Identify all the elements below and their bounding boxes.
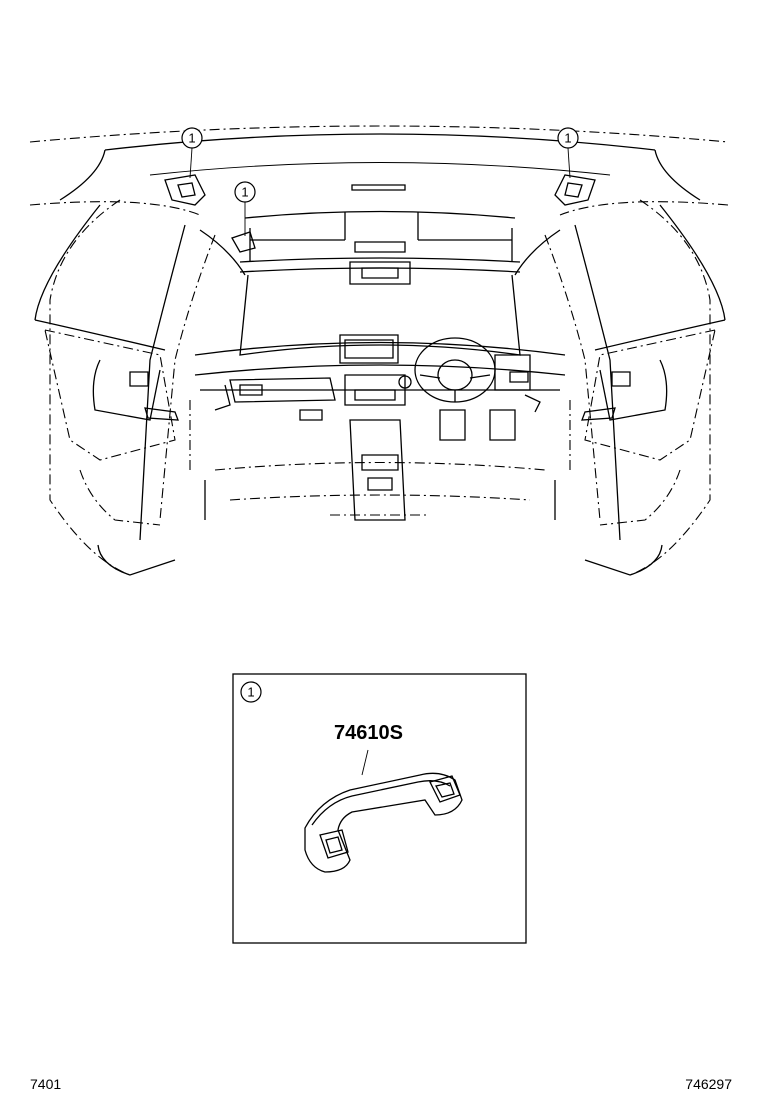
page-code: 7401 <box>30 1076 62 1092</box>
callout-label: 1 <box>564 131 571 146</box>
callout-label: 1 <box>247 685 254 700</box>
interior-overview: 1 1 1 <box>29 125 729 576</box>
assist-grip-drawing <box>304 772 463 873</box>
callout-label: 1 <box>241 185 248 200</box>
right-grip-location <box>554 174 596 206</box>
left-grip-location <box>164 174 206 206</box>
illustration-code: 746297 <box>685 1076 732 1092</box>
detail-box: 1 74610S <box>232 673 527 944</box>
callout-right-grip: 1 <box>557 127 579 149</box>
callout-left-pillar: 1 <box>234 181 256 203</box>
left-pillar-grip-location <box>231 231 256 253</box>
callout-label: 1 <box>188 131 195 146</box>
callout-left-grip: 1 <box>181 127 203 149</box>
part-number-label: 74610S <box>334 722 403 744</box>
callout-detail: 1 <box>240 681 262 703</box>
